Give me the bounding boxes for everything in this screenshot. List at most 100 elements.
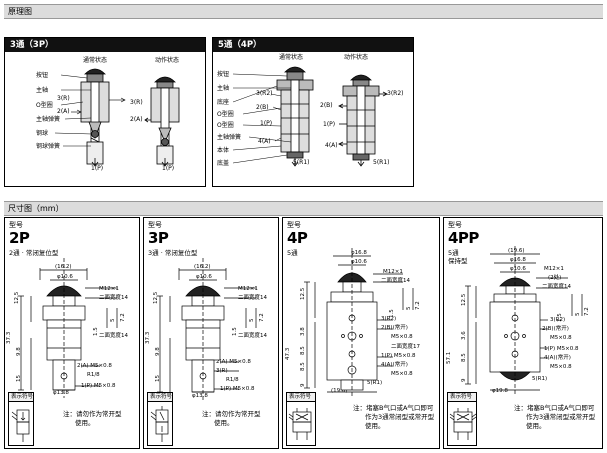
model-description: 2通 · 常闭复位型 <box>9 249 59 257</box>
note-line-1: 注：请勿作为常开型 <box>63 410 122 418</box>
symbol-box: 表示符号 <box>147 392 173 446</box>
symbol-box: 表示符号 <box>8 392 34 446</box>
state-active-label: 动作状态 <box>344 54 369 61</box>
valve-3p-dimension-drawing <box>157 258 257 400</box>
dimension-panel-3p: 型号 3P 3通 · 常闭复位型 (16.2) φ10.6 M12×1 二面宽度… <box>143 217 279 449</box>
state-active-label: 动作状态 <box>155 57 180 64</box>
dim-label: 4(A)(常开) <box>544 355 571 361</box>
dimension-panel-2p: 型号 2P 2通 · 常闭复位型 (16.2) φ10.6 M12×1 二面宽度… <box>4 217 140 449</box>
model-name: 2P <box>9 229 30 247</box>
dim-label: M12×1 <box>383 269 403 275</box>
label-o-ring-1: O型圈 <box>217 111 234 118</box>
port-3r2-label: 3(R2) <box>256 90 273 97</box>
dim-label: 2(B)(常开) <box>381 325 408 331</box>
note-line-2: 使用。 <box>75 419 95 427</box>
port-1p-active-label: 1(P) <box>162 165 175 172</box>
note-line-3: 使用。 <box>526 422 546 430</box>
note-line-2: 使用。 <box>214 419 234 427</box>
model-kind-label: 型号 <box>287 221 301 229</box>
dim-label: 二面宽度14 <box>99 333 128 339</box>
symbol-box-title: 表示符号 <box>148 393 173 402</box>
principle-5p-box: 5通（4P） 通常状态 动作状态 按钮 主轴 底座 O型圈 O型圈 主轴弹簧 本… <box>212 37 414 187</box>
note-line-2: 作为3通常闭型或常开型 <box>365 413 435 421</box>
valve-symbol-icon <box>449 408 477 440</box>
port-2b-label: 2(B) <box>256 104 269 111</box>
valve-2p-dimension-drawing <box>18 258 118 398</box>
principle-section-header: 原理图 <box>4 4 603 19</box>
valve-symbol-icon <box>150 406 169 442</box>
port-4a-label: 4(A) <box>258 138 271 145</box>
dim-label: (16.2) <box>194 264 211 270</box>
model-description: 5通 <box>448 249 459 257</box>
label-base: 底座 <box>217 99 230 106</box>
dim-label: 3(R2) <box>381 316 397 322</box>
model-description: 3通 · 常闭复位型 <box>148 249 198 257</box>
symbol-box: 表示符号 <box>447 392 477 446</box>
port-5r1-label: 5(R1) <box>293 159 310 166</box>
dim-label: M12×1 <box>544 266 564 272</box>
model-name: 3P <box>148 229 169 247</box>
dim-label: M12×1 <box>99 286 119 292</box>
dim-label: M12×1 <box>238 286 258 292</box>
label-spindle: 主轴 <box>217 85 230 92</box>
model-name: 4P <box>287 229 308 247</box>
label-body: 本体 <box>217 147 230 154</box>
dim-label: (19.6) <box>331 388 348 394</box>
state-normal-label: 通常状态 <box>279 54 304 61</box>
label-o-ring-2: O型圈 <box>217 122 234 129</box>
model-kind-label: 型号 <box>9 221 23 229</box>
model-description: 5通 <box>287 249 298 257</box>
dim-label: φ19.8 <box>492 388 508 394</box>
dim-label: φ16.8 <box>351 250 367 256</box>
model-description-2: 保持型 <box>448 257 468 265</box>
dim-label: 二面宽度14 <box>542 284 571 290</box>
label-button: 按钮 <box>36 72 49 79</box>
port-4a-active-label: 4(A) <box>325 142 338 149</box>
label-spindle-spring: 主轴弹簧 <box>217 134 242 141</box>
label-o-ring: O型圈 <box>36 102 53 109</box>
dim-label: 4(A)(常开) <box>381 362 408 368</box>
dim-label: R1/8 <box>87 372 100 378</box>
note-line-1: 注：堵塞B气口或A气口即可 <box>514 404 595 412</box>
dimensions-section-header: 尺寸图（mm） <box>4 201 603 216</box>
label-spindle-spring: 主轴弹簧 <box>36 116 61 123</box>
valve-5p-cutaway-drawing <box>232 66 388 167</box>
port-3r-label: 3(R) <box>57 95 70 102</box>
valve-4pp-dimension-drawing <box>465 246 583 396</box>
principle-3p-title: 3通（3P） <box>5 38 205 52</box>
state-normal-label: 通常状态 <box>83 57 108 64</box>
dim-label: φ16.8 <box>510 257 526 263</box>
dim-label: (19.6) <box>508 248 525 254</box>
port-1p-active-label: 1(P) <box>323 121 336 128</box>
dim-label: (16.2) <box>55 264 72 270</box>
valve-symbol-icon <box>11 409 30 442</box>
label-bottom-cover: 底盖 <box>217 160 230 167</box>
model-kind-label: 型号 <box>448 221 462 229</box>
note-line-2: 作为3通常闭型或常开型 <box>526 413 596 421</box>
label-ball-spring: 钢球弹簧 <box>36 143 61 150</box>
dimension-panel-4p: 型号 4P 5通 φ16.8 φ10.6 M12×1 二面宽度14 7.2 5 … <box>282 217 440 449</box>
dim-label: 1(P) M5×0.8 <box>544 346 579 352</box>
dim-label: R1/8 <box>226 377 239 383</box>
valve-3p-cutaway-drawing <box>54 68 180 167</box>
symbol-box-title: 表示符号 <box>448 393 476 402</box>
port-1p-label: 1(P) <box>91 165 104 172</box>
dim-label: φ10.6 <box>57 274 73 280</box>
model-name: 4PP <box>448 229 479 247</box>
label-steel-ball: 钢球 <box>36 130 49 137</box>
dim-label: M5×0.8 <box>550 335 572 341</box>
principle-3p-box: 3通（3P） 通常状态 动作状态 按钮 主轴 O型圈 主轴弹簧 钢球 钢球弹簧 … <box>4 37 206 187</box>
port-2b-active-label: 2(B) <box>320 102 333 109</box>
note-line-1: 注：堵塞B气口或A气口即可 <box>353 404 434 412</box>
valve-4p-dimension-drawing <box>304 248 414 396</box>
symbol-box: 表示符号 <box>286 392 316 446</box>
label-button: 按钮 <box>217 71 230 78</box>
dim-label: 5(R1) <box>532 376 548 382</box>
dim-label: 1(P) M5×0.8 <box>381 353 416 359</box>
dim-label: φ10.6 <box>196 274 212 280</box>
label-spindle: 主轴 <box>36 87 49 94</box>
symbol-box-title: 表示符号 <box>9 393 34 402</box>
dim-label: M5×0.8 <box>391 371 413 377</box>
dim-label: 二面宽度14 <box>381 278 410 284</box>
port-1p-label: 1(P) <box>260 120 273 127</box>
